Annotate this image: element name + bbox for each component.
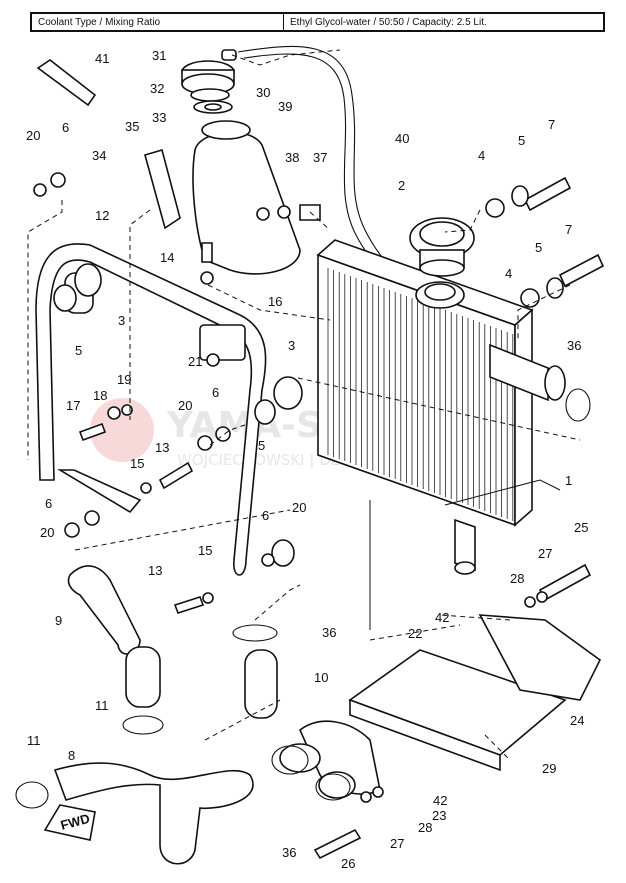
callout-6: 6 [62, 120, 69, 135]
callout-28: 28 [510, 571, 524, 586]
fwd-arrow: FWD [43, 804, 96, 841]
callout-17: 17 [66, 398, 80, 413]
reservoir-bracket [144, 149, 181, 230]
callout-13: 13 [155, 440, 169, 455]
callout-40: 40 [395, 131, 409, 146]
callout-25: 25 [574, 520, 588, 535]
hose-9 [67, 565, 141, 655]
hose-clamp-36c [565, 388, 591, 422]
callout-32: 32 [150, 81, 164, 96]
grommet-lower [271, 539, 295, 567]
callout-20: 20 [178, 398, 192, 413]
callout-5: 5 [518, 133, 525, 148]
callout-36: 36 [322, 625, 336, 640]
callout-41: 41 [95, 51, 109, 66]
hose-joint [125, 646, 161, 708]
callout-3: 3 [118, 313, 125, 328]
callout-18: 18 [93, 388, 107, 403]
coolant-type-value: Ethyl Glycol-water / 50:50 / Capacity: 2… [290, 16, 487, 28]
callout-22: 22 [408, 626, 422, 641]
watermark-logo [90, 398, 154, 462]
callout-3: 3 [288, 338, 295, 353]
callout-26: 26 [341, 856, 355, 871]
callout-15: 15 [130, 456, 144, 471]
callout-27: 27 [390, 836, 404, 851]
callout-27: 27 [538, 546, 552, 561]
callout-10: 10 [314, 670, 328, 685]
callout-7: 7 [565, 222, 572, 237]
callout-39: 39 [278, 99, 292, 114]
callout-19: 19 [117, 372, 131, 387]
callout-1: 1 [565, 473, 572, 488]
callout-9: 9 [55, 613, 62, 628]
callout-2: 2 [398, 178, 405, 193]
callout-13: 13 [148, 563, 162, 578]
callout-15: 15 [198, 543, 212, 558]
callout-14: 14 [160, 250, 174, 265]
reservoir-strap [36, 59, 97, 107]
callout-5: 5 [75, 343, 82, 358]
callout-37: 37 [313, 150, 327, 165]
coolant-type-label: Coolant Type / Mixing Ratio [32, 14, 284, 30]
callout-8: 8 [68, 748, 75, 763]
callout-6: 6 [262, 508, 269, 523]
callout-38: 38 [285, 150, 299, 165]
callout-33: 33 [152, 110, 166, 125]
fwd-arrow-label: FWD [59, 811, 91, 833]
callout-34: 34 [92, 148, 106, 163]
callout-11: 11 [95, 698, 109, 713]
hose-clamp-36a [271, 745, 309, 775]
frame-tube [35, 243, 267, 576]
callout-6: 6 [45, 496, 52, 511]
callout-7: 7 [548, 117, 555, 132]
callout-16: 16 [268, 294, 282, 309]
callout-5: 5 [258, 438, 265, 453]
callout-29: 29 [542, 761, 556, 776]
hose-10 [244, 649, 278, 719]
callout-36: 36 [567, 338, 581, 353]
hose-clamp-11a [122, 715, 164, 735]
callout-30: 30 [256, 85, 270, 100]
callout-6: 6 [212, 385, 219, 400]
callout-35: 35 [125, 119, 139, 134]
radiator-cap [409, 217, 475, 309]
callout-20: 20 [26, 128, 40, 143]
callout-24: 24 [570, 713, 584, 728]
coolant-reservoir [181, 49, 301, 275]
part-callouts: 1233445555666677891011111213131415151617… [26, 48, 588, 871]
callout-20: 20 [40, 525, 54, 540]
callout-42: 42 [433, 793, 447, 808]
callout-31: 31 [152, 48, 166, 63]
hose-clamp-top [232, 624, 278, 642]
callout-36: 36 [282, 845, 296, 860]
callout-12: 12 [95, 208, 109, 223]
coolant-spec-header: Coolant Type / Mixing Ratio Ethyl Glycol… [30, 12, 605, 32]
callout-5: 5 [535, 240, 542, 255]
callout-28: 28 [418, 820, 432, 835]
pipe-8 [53, 762, 254, 865]
water-pump-block [279, 614, 602, 799]
hose-clamp-11b [15, 781, 49, 809]
callout-42: 42 [435, 610, 449, 625]
radiator [316, 239, 566, 575]
callout-23: 23 [432, 808, 446, 823]
callout-11: 11 [27, 733, 41, 748]
grommet-upper-left [74, 263, 102, 297]
bolts [78, 176, 605, 860]
callout-21: 21 [188, 354, 202, 369]
callout-4: 4 [478, 148, 485, 163]
callout-20: 20 [292, 500, 306, 515]
hose-clamp-36b [315, 773, 351, 801]
grommet-right [273, 376, 303, 410]
callout-4: 4 [505, 266, 512, 281]
